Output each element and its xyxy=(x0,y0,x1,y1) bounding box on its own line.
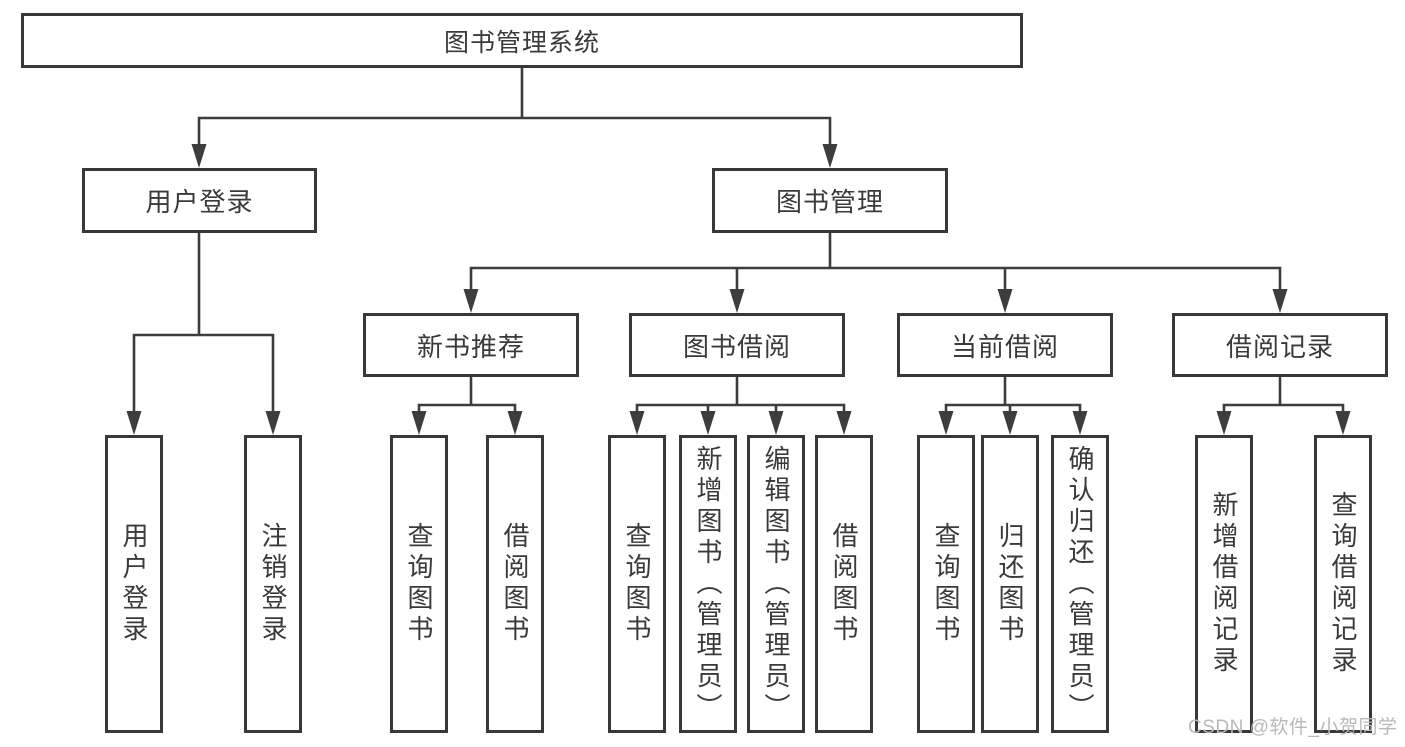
leaf-query-books-1: 查询图书 xyxy=(390,435,448,733)
leaf-add-book-admin: 新增图书（管理员） xyxy=(679,435,737,733)
watermark: CSDN @软件_小贺同学 xyxy=(1188,717,1398,738)
node-label: 新书推荐 xyxy=(416,331,525,362)
arrowhead-icon xyxy=(126,411,142,435)
arrowhead-icon xyxy=(938,411,954,435)
node-label: 图书管理 xyxy=(775,187,884,217)
leaf-query-books-2: 查询图书 xyxy=(608,435,666,733)
arrowhead-icon xyxy=(411,411,427,435)
arrowhead-icon xyxy=(463,289,479,313)
arrowhead-icon xyxy=(997,289,1013,313)
arrowhead-icon xyxy=(191,144,207,168)
arrowhead-icon xyxy=(1272,289,1288,313)
node-book-borrowing: 图书借阅 xyxy=(629,313,845,377)
node-book-management: 图书管理 xyxy=(712,168,948,233)
leaf-query-borrow-record: 查询借阅记录 xyxy=(1314,435,1372,733)
leaf-label: 归还图书 xyxy=(995,522,1025,646)
arrowhead-icon xyxy=(1335,411,1351,435)
node-label: 图书借阅 xyxy=(682,331,791,362)
leaf-edit-book-admin: 编辑图书（管理员） xyxy=(747,435,805,733)
arrowhead-icon xyxy=(729,289,745,313)
leaf-label: 新增图书（管理员） xyxy=(693,444,723,724)
leaf-label: 新增借阅记录 xyxy=(1209,491,1239,677)
arrowhead-icon xyxy=(1002,411,1018,435)
leaf-label: 用户登录 xyxy=(119,522,149,646)
arrowhead-icon xyxy=(629,411,645,435)
leaf-borrow-books-1: 借阅图书 xyxy=(486,435,544,733)
leaf-label: 查询借阅记录 xyxy=(1328,491,1358,677)
node-label: 图书管理系统 xyxy=(443,28,600,57)
node-label: 借阅记录 xyxy=(1225,331,1334,362)
arrowhead-icon xyxy=(1216,411,1232,435)
leaf-label: 确认归还（管理员） xyxy=(1065,444,1095,724)
leaf-label: 查询图书 xyxy=(622,522,652,646)
leaf-label: 查询图书 xyxy=(931,522,961,646)
arrowhead-icon xyxy=(265,411,281,435)
leaf-borrow-books-2: 借阅图书 xyxy=(815,435,873,733)
node-label: 用户登录 xyxy=(145,187,254,217)
node-new-book-recommend: 新书推荐 xyxy=(363,313,579,377)
arrowhead-icon xyxy=(700,411,716,435)
leaf-label: 查询图书 xyxy=(404,522,434,646)
leaf-add-borrow-record: 新增借阅记录 xyxy=(1195,435,1253,733)
leaf-query-books-3: 查询图书 xyxy=(917,435,975,733)
leaf-logout: 注销登录 xyxy=(244,435,302,733)
leaf-label: 注销登录 xyxy=(258,522,288,646)
leaf-confirm-return-admin: 确认归还（管理员） xyxy=(1051,435,1109,733)
arrowhead-icon xyxy=(836,411,852,435)
node-borrowing-records: 借阅记录 xyxy=(1172,313,1388,377)
node-user-login: 用户登录 xyxy=(82,168,317,233)
arrowheads xyxy=(126,144,1351,435)
arrowhead-icon xyxy=(822,144,838,168)
arrowhead-icon xyxy=(507,411,523,435)
arrowhead-icon xyxy=(1072,411,1088,435)
node-library-management-system: 图书管理系统 xyxy=(21,13,1023,68)
leaf-return-books: 归还图书 xyxy=(981,435,1039,733)
leaf-label: 借阅图书 xyxy=(500,522,530,646)
node-current-borrowing: 当前借阅 xyxy=(897,313,1113,377)
leaf-user-login: 用户登录 xyxy=(105,435,163,733)
leaf-label: 编辑图书（管理员） xyxy=(761,444,791,724)
leaf-label: 借阅图书 xyxy=(829,522,859,646)
connector-path xyxy=(132,66,1345,417)
node-label: 当前借阅 xyxy=(950,331,1059,362)
arrowhead-icon xyxy=(768,411,784,435)
